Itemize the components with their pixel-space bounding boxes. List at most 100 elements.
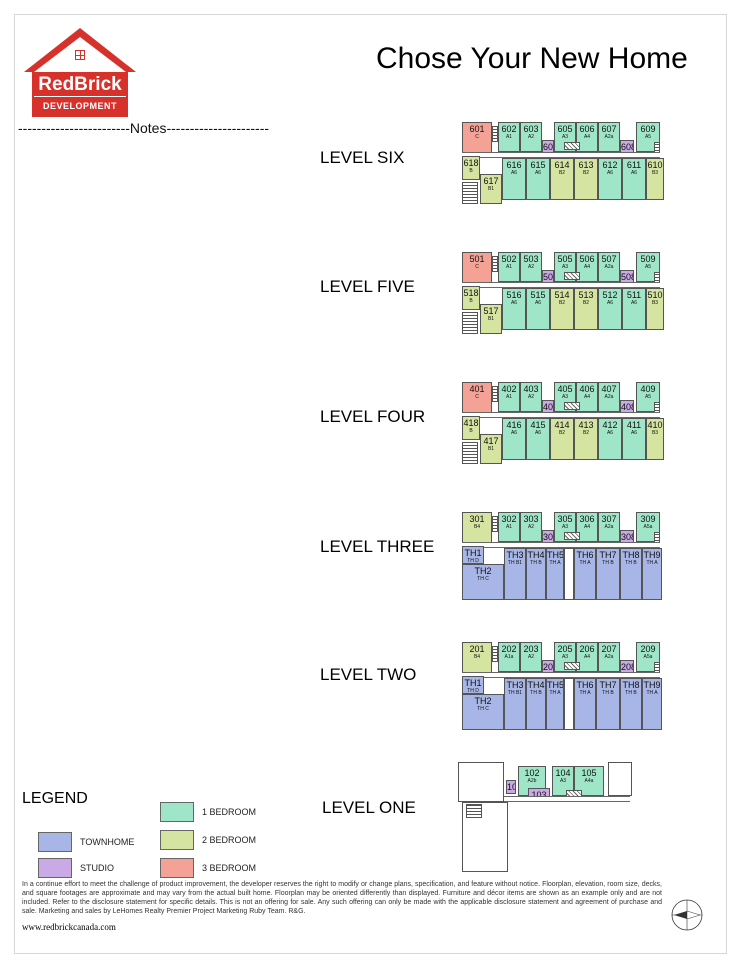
floor-plan-level-1[interactable]: 101102A2b103104A3105A4a xyxy=(458,762,663,872)
unit-number: TH2 xyxy=(474,566,492,576)
corridor xyxy=(462,542,660,548)
unit-404[interactable]: 404 xyxy=(542,400,554,414)
unit-number: 304 xyxy=(543,532,554,542)
level-label-2[interactable]: LEVEL TWO xyxy=(320,665,417,684)
floor-plan-level-2[interactable]: 201B4202A1a203A2204205A3206A4207A2a20820… xyxy=(458,632,663,732)
level-label-1[interactable]: LEVEL ONE xyxy=(322,798,416,817)
unit-type: A5a xyxy=(643,654,653,660)
level-label-6[interactable]: LEVEL SIX xyxy=(320,148,405,167)
website-link[interactable]: www.redbrickcanada.com xyxy=(22,922,116,932)
redbrick-logo[interactable]: RedBrick DEVELOPMENT xyxy=(20,24,140,124)
unit-304[interactable]: 304 xyxy=(542,530,554,544)
level-label-4[interactable]: LEVEL FOUR xyxy=(320,407,426,426)
unit-101[interactable]: 101 xyxy=(506,780,516,794)
level-label-5[interactable]: LEVEL FIVE xyxy=(320,277,415,296)
level-label-3[interactable]: LEVEL THREE xyxy=(320,537,435,556)
floor-plan-level-6[interactable]: 601C602A1603A2604605A3606A4607A2a608609A… xyxy=(458,112,664,212)
legend-swatch-2-bedroom xyxy=(160,830,194,850)
corridor xyxy=(462,152,660,158)
unit-number: 508 xyxy=(621,272,633,282)
floor-plan-level-4[interactable]: 401C402A1403A2404405A3406A4407A2a408409A… xyxy=(458,372,664,472)
floor-plan-level-3[interactable]: 301B4302A1303A2304305A3306A4307A2a308309… xyxy=(458,502,663,602)
unit-number: 507 xyxy=(601,254,617,264)
stair-icon xyxy=(492,516,498,532)
floor-plan-level-5[interactable]: 501C502A1503A2504505A3506A4507A2a508509A… xyxy=(458,242,664,342)
unit-number: 516 xyxy=(506,290,522,300)
unit-type: A6 xyxy=(534,430,542,436)
